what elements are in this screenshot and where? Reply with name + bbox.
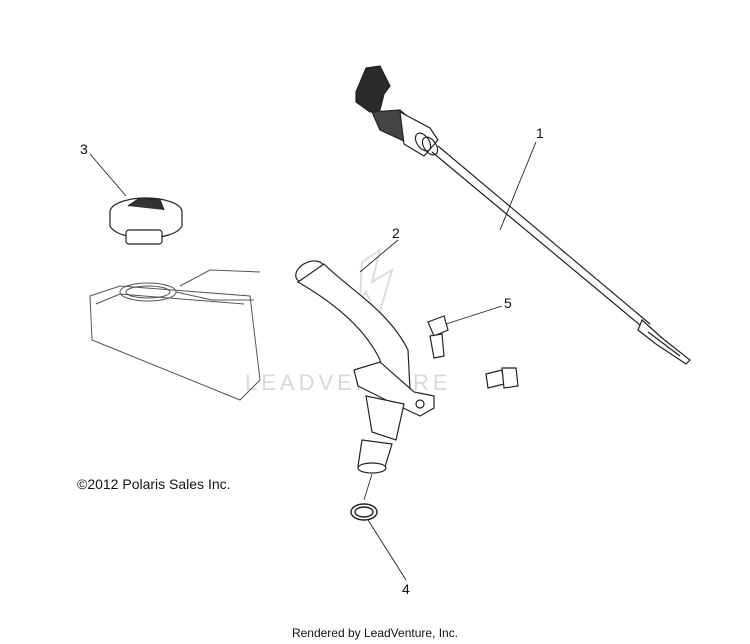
watermark-text: LEADVENTURE <box>245 370 452 395</box>
callout-3: 3 <box>80 141 88 157</box>
copyright-text: ©2012 Polaris Sales Inc. <box>77 476 231 492</box>
callout-2: 2 <box>392 225 400 241</box>
fill-tube-part-2[interactable] <box>292 257 435 501</box>
callout-5: 5 <box>504 295 512 311</box>
callout-1: 1 <box>536 125 544 141</box>
valve-cover <box>89 269 261 401</box>
leader-lines <box>89 141 537 581</box>
o-ring-part-4[interactable] <box>350 503 378 521</box>
bolt-part-5a[interactable] <box>427 315 449 359</box>
bolt-part-5b[interactable] <box>485 367 519 389</box>
watermark: LEADVENTURE <box>245 247 452 395</box>
fill-cap-part-3[interactable] <box>109 197 183 245</box>
dipstick-part-1[interactable] <box>355 65 691 365</box>
callout-4: 4 <box>402 581 410 597</box>
footer-credit: Rendered by LeadVenture, Inc. <box>291 626 459 640</box>
